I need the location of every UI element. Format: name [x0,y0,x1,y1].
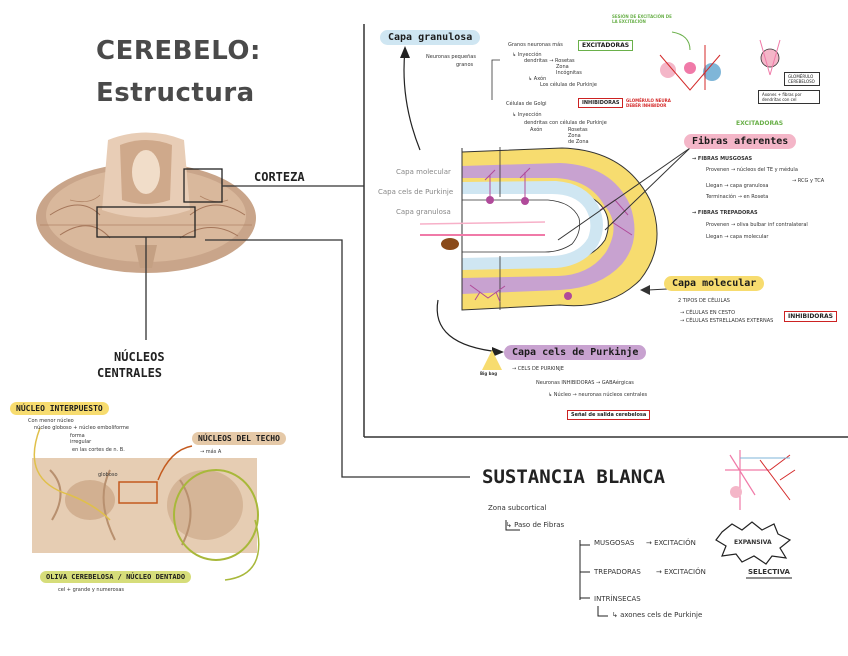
fibras-trepadoras-llegan: Llegan → capa molecular [706,234,769,240]
oliva-label: OLIVA CEREBELOSA / NÚCLEO DENTADO [40,571,192,583]
granos-line4: Zona [556,64,569,70]
nucleos-label-line2: CENTRALES [97,366,163,380]
capa-molecular-inhibidoras: INHIBIDORAS [784,311,837,322]
capa-purkinje-note2: Neuronas INHIBIDORAS → GABAérgicas [536,380,634,386]
sustancia-blanca-paso: ↳ Paso de Fibras [506,521,565,529]
musgosas-label: MUSGOSAS [594,539,635,547]
nucleo-interpuesto-note5: en las cortes de n. B. [72,447,125,453]
neuron-sketch-top [659,39,781,91]
oliva-note: cel + grande y numerosas [58,587,124,593]
nuclei-photo [32,427,260,581]
golgi-line4: Axón [530,127,543,133]
axones-box: Axones + fibras por dendritas con cel [758,90,820,104]
globoso-label: globoso [98,472,118,478]
nucleo-interpuesto-note2: núcleo globoso + núcleo emboliforme [34,425,129,431]
cortex-folds [419,147,658,311]
cerebellum-illustration [36,132,256,273]
nucleos-techo-note: → más A [200,449,222,455]
fibras-trepadoras-provenen: Provenen → oliva bulbar inf contralatera… [706,222,808,228]
layer-label-granulosa: Capa granulosa [396,208,451,216]
golgi-line7: de Zona [568,139,589,145]
capa-molecular-title: Capa molecular [664,276,765,291]
granulosa-note-neuronas: Neuronas pequeñas [426,54,476,60]
layer-label-purkinje: Capa cels de Purkinje [378,188,454,196]
granos-line5: Incógnitas [556,70,582,76]
fibras-trepadoras-label: → FIBRAS TREPADORAS [692,210,758,216]
golgi-line5: Rosetas [568,127,588,133]
granulosa-note-granos: granos [456,62,474,68]
fibras-aferentes-tag: EXCITADORAS [736,120,784,127]
granos-line1: Granos neuronas más [508,42,563,48]
fibras-aferentes-title: Fibras aferentes [684,134,797,149]
expansiva-label: EXPANSIVA [734,539,772,546]
intrinsecas-note: ↳ axones cels de Purkinje [612,611,703,619]
fibras-musgosas-terminacion: Terminación → en Roseta [706,194,769,200]
trepadoras-excitacion: → EXCITACIÓN [656,568,706,576]
golgi-line2: ↳ Inyección [512,112,542,118]
nucleo-interpuesto-note4: irregular [70,439,92,445]
red-note: GLOMÉRULO NEURA DEBÉR INHIBIDOR [626,98,671,108]
fibras-musgosas-llegan: Llegan → capa granulosa [706,183,769,189]
granos-line7: Los células de Purkinje [540,82,597,88]
golgi-line1: Células de Golgi [506,101,547,107]
nucleos-techo-label: NÚCLEOS DEL TECHO [192,432,286,445]
capa-purkinje-note1: → CELS DE PURKINJE [512,366,564,372]
sustancia-blanca-title: SUSTANCIA BLANCA [482,466,666,488]
trepadoras-label: TREPADORAS [594,568,641,576]
selectiva-label: SELECTIVA [748,568,790,576]
sesion-note: SESIÓN DE EXCITACIÓN DE LA EXCITACIÓN [612,14,672,24]
big-bag-tag: Big bag [480,371,498,376]
fibras-musgosas-rcg: → RCG y TCA [792,178,825,184]
starburst-shape [715,521,792,565]
granos-line2: ↳ Inyección [512,52,542,58]
nucleos-label-line1: NÚCLEOS [114,350,165,364]
capa-purkinje-salida: Señal de salida cerebelosa [567,410,651,420]
capa-molecular-note1: 2 TIPOS DE CÉLULAS [678,298,730,304]
excitadoras-box-top: EXCITADORAS [578,40,634,51]
fibras-musgosas-label: → FIBRAS MUSGOSAS [692,156,753,162]
capa-molecular-note3: → CÉLULAS ESTRELLADAS EXTERNAS [680,318,774,324]
nucleo-interpuesto-note3: forma [70,433,85,439]
inhibidoras-box-top: INHIBIDORAS [578,98,624,108]
glomerulo-box: GLOMÉRULO CEREBELOSO [784,72,820,86]
granos-line6: ↳ Axón [528,76,547,82]
sustancia-blanca-zona: Zona subcortical [488,504,547,512]
granos-line3: dendritas → Rosetas [524,58,575,64]
capa-granulosa-title: Capa granulosa [380,30,481,45]
musgosas-excitacion: → EXCITACIÓN [646,539,696,547]
neuron-sketch-white [725,450,796,510]
capa-purkinje-title: Capa cels de Purkinje [504,345,647,360]
layer-label-molecular: Capa molecular [396,168,451,176]
nucleo-interpuesto-label: NÚCLEO INTERPUESTO [10,402,109,415]
golgi-line6: Zona [568,133,581,139]
fibras-musgosas-provenen: Provenen → núcleos del TE y médula [706,167,798,173]
nucleo-interpuesto-note1: Con menor núcleo [28,418,74,424]
capa-molecular-note2: → CÉLULAS EN CESTO [680,310,736,316]
capa-purkinje-note3: ↳ Núcleo → neuronas núcleos centrales [548,392,648,398]
golgi-line3: dendritas con células de Purkinje [524,120,607,126]
intrinsecas-label: INTRÍNSECAS [594,595,641,603]
page-title-line1: CEREBELO: [96,36,261,66]
page-title-line2: Estructura [96,78,255,108]
corteza-label: CORTEZA [254,170,305,184]
